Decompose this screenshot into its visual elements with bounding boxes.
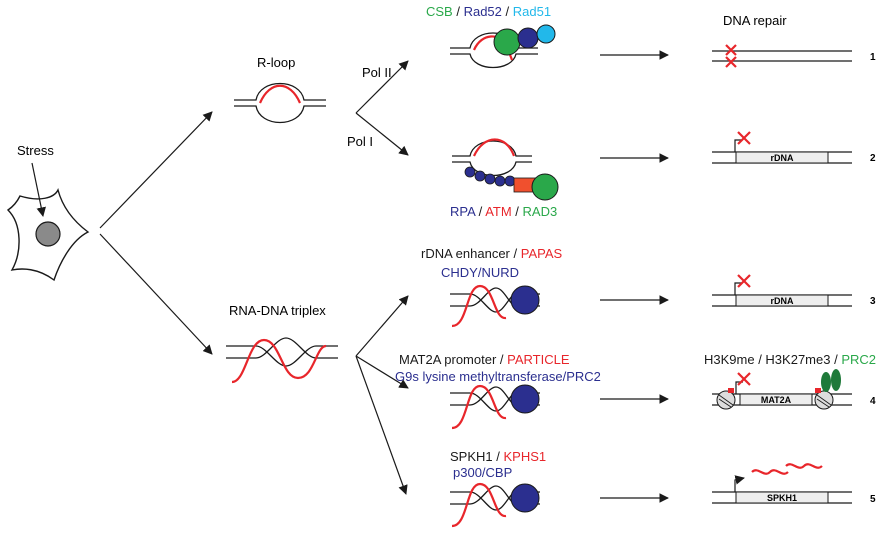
row1-factors: CSB / Rad52 / Rad51 bbox=[426, 4, 551, 19]
row5-factors-line2: p300/CBP bbox=[453, 465, 512, 480]
row4-gene: MAT2A bbox=[712, 369, 852, 410]
label-segment: / bbox=[496, 352, 507, 367]
label-segment: KPHS1 bbox=[503, 449, 546, 464]
arrow-pol2 bbox=[355, 60, 409, 114]
row5-gene: SPKH1 bbox=[712, 463, 852, 504]
label-segment: MAT2A promoter bbox=[399, 352, 497, 367]
pol1-label: Pol I bbox=[347, 134, 373, 149]
row3-gene: rDNA bbox=[712, 274, 852, 307]
label-segment: PRC2 bbox=[841, 352, 876, 367]
row4-factors-line2: G9s lysine methyltransferase/PRC2 bbox=[395, 369, 601, 384]
row3-gene-label: rDNA bbox=[770, 296, 794, 306]
arrow-to-row5 bbox=[355, 355, 408, 495]
p300-cbp-complex bbox=[510, 483, 540, 513]
label-segment: RPA bbox=[450, 204, 476, 219]
row3-factors-line1: rDNA enhancer / PAPAS bbox=[421, 246, 562, 261]
label-segment: ATM bbox=[485, 204, 511, 219]
row2-gene-label: rDNA bbox=[770, 153, 794, 163]
nucleosome-icon bbox=[716, 388, 736, 410]
label-segment: CSB bbox=[426, 4, 453, 19]
rpa-protein bbox=[464, 166, 516, 187]
row5-gene-label: SPKH1 bbox=[767, 493, 797, 503]
row2-factors: RPA / ATM / RAD3 bbox=[450, 204, 557, 219]
label-segment: / bbox=[453, 4, 464, 19]
row5-number: 5 bbox=[870, 494, 876, 505]
arrow-to-row4 bbox=[355, 355, 409, 389]
label-segment: RAD3 bbox=[523, 204, 558, 219]
tss-arrow-icon bbox=[734, 139, 742, 152]
row4-triplex-complex bbox=[450, 384, 540, 430]
stress-arrow bbox=[31, 162, 46, 217]
row3-number: 3 bbox=[870, 296, 876, 307]
stress-label: Stress bbox=[17, 143, 54, 158]
tss-arrow-icon bbox=[734, 282, 742, 295]
label-segment: / bbox=[475, 204, 485, 219]
row1-dna-repair bbox=[712, 44, 852, 68]
csb-protein bbox=[493, 28, 521, 56]
break-mark-icon bbox=[725, 44, 737, 68]
label-segment: H3K27me3 bbox=[765, 352, 830, 367]
label-segment: PARTICLE bbox=[507, 352, 570, 367]
label-segment: G9s lysine methyltransferase/PRC2 bbox=[395, 369, 601, 384]
rad3-protein bbox=[531, 173, 559, 201]
label-segment: CHDY/NURD bbox=[441, 265, 519, 280]
row4-outcome: H3K9me / H3K27me3 / PRC2 bbox=[704, 352, 876, 367]
arrow-to-triplex bbox=[99, 233, 213, 355]
row4-gene-label: MAT2A bbox=[761, 395, 792, 405]
label-segment: / bbox=[512, 204, 523, 219]
rloop-structure bbox=[234, 82, 326, 124]
rloop-label: R-loop bbox=[257, 55, 295, 70]
triplex-label: RNA-DNA triplex bbox=[229, 303, 326, 318]
arrow-pol1 bbox=[355, 112, 409, 156]
row4-number: 4 bbox=[870, 396, 876, 407]
rad52-protein bbox=[517, 27, 539, 49]
g9-prc2-complex bbox=[510, 384, 540, 414]
row3-triplex-complex bbox=[450, 284, 540, 328]
triplex-structure bbox=[226, 337, 338, 384]
repression-mark-icon bbox=[737, 372, 751, 386]
row3-factors-line2: CHDY/NURD bbox=[441, 265, 519, 280]
label-segment: p300/CBP bbox=[453, 465, 512, 480]
row1-number: 1 bbox=[870, 52, 876, 63]
row2-number: 2 bbox=[870, 153, 876, 164]
rad51-protein bbox=[536, 24, 556, 44]
row2-rloop-complex bbox=[452, 138, 559, 201]
row2-gene: rDNA bbox=[712, 131, 852, 164]
label-segment: / bbox=[755, 352, 766, 367]
arrow-to-row3 bbox=[355, 295, 409, 357]
row1-rloop-complex bbox=[450, 24, 556, 68]
stressed-cell bbox=[6, 188, 90, 282]
label-segment: / bbox=[502, 4, 513, 19]
row5-triplex-complex bbox=[450, 482, 540, 528]
label-segment: Rad52 bbox=[464, 4, 502, 19]
arrow-to-rloop bbox=[99, 111, 213, 229]
transcript-icon bbox=[751, 463, 823, 475]
label-segment: / bbox=[493, 449, 504, 464]
label-segment: rDNA enhancer bbox=[421, 246, 511, 261]
repression-mark-icon bbox=[737, 131, 751, 145]
label-segment: PAPAS bbox=[521, 246, 563, 261]
label-segment: / bbox=[830, 352, 841, 367]
label-segment: Rad51 bbox=[513, 4, 551, 19]
row5-factors-line1: SPKH1 / KPHS1 bbox=[450, 449, 546, 464]
row1-outcome-title: DNA repair bbox=[723, 13, 787, 28]
label-segment: SPKH1 bbox=[450, 449, 493, 464]
nurd-complex bbox=[510, 285, 540, 315]
tss-arrow-icon bbox=[734, 475, 745, 492]
nucleus bbox=[35, 221, 61, 247]
pol2-label: Pol II bbox=[362, 65, 392, 80]
label-segment: / bbox=[510, 246, 521, 261]
repression-mark-icon bbox=[737, 274, 751, 288]
prc2-complex-icon bbox=[821, 369, 841, 392]
row4-factors-line1: MAT2A promoter / PARTICLE bbox=[399, 352, 570, 367]
label-segment: H3K9me bbox=[704, 352, 755, 367]
